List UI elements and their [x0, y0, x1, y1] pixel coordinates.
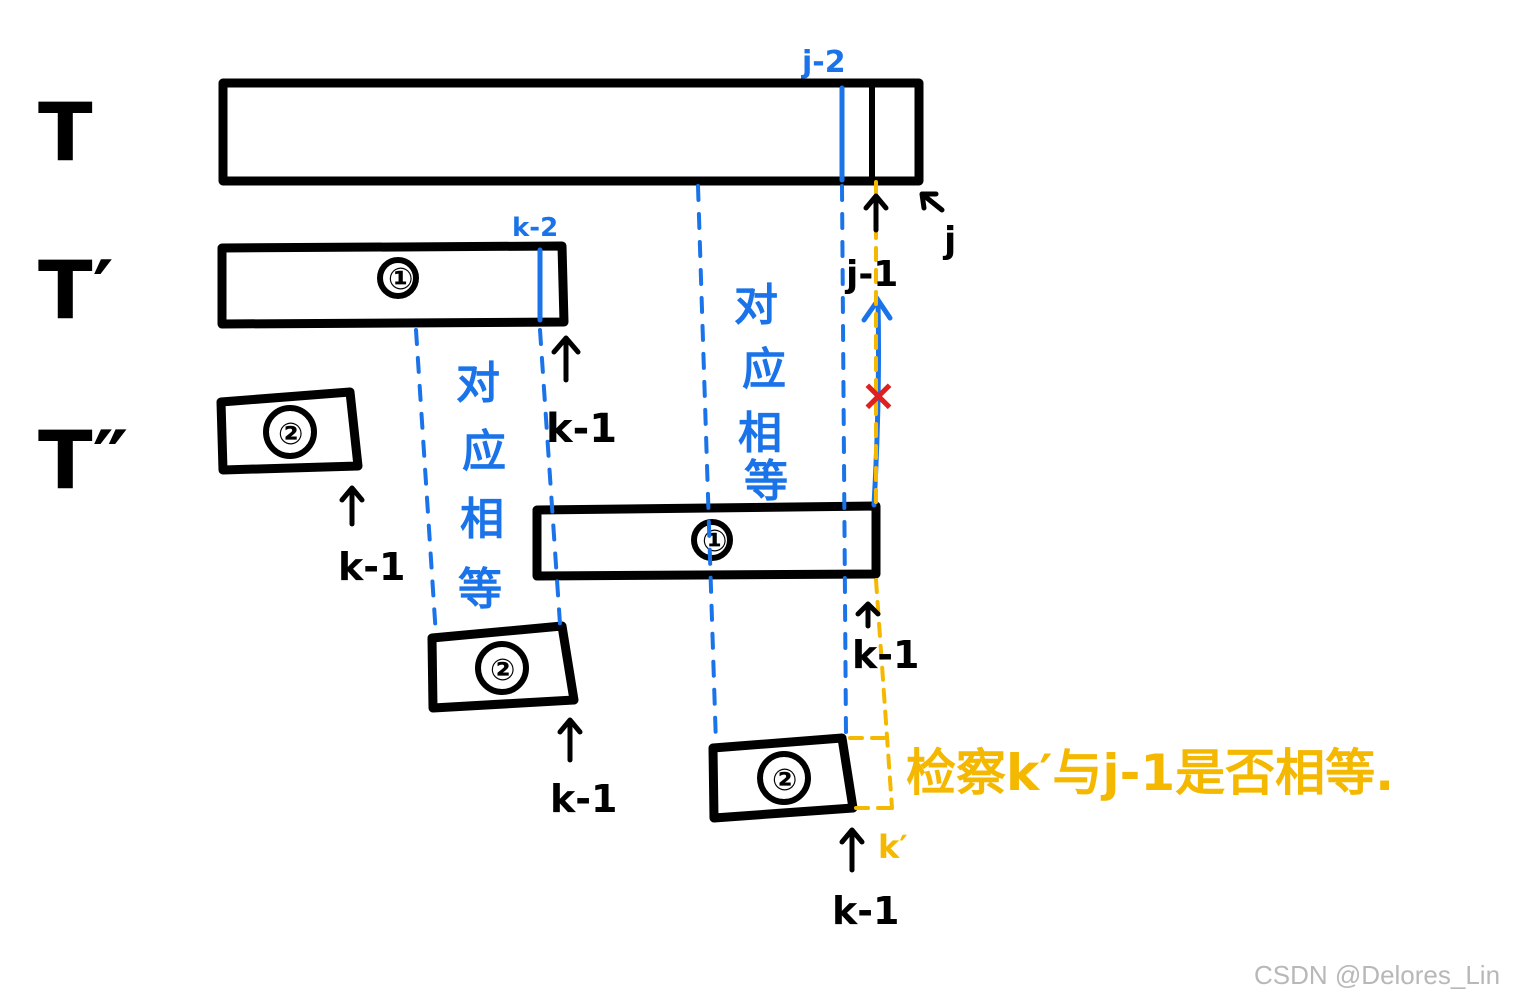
- correspondence-line-left-2: [538, 328, 562, 626]
- segment-one-label: ①: [388, 262, 413, 297]
- label-k-prime: k′: [878, 828, 908, 866]
- segment-two-circle-1: [263, 405, 317, 459]
- shifted-t-double-bar-1: [427, 621, 579, 713]
- segment-one-circle: [377, 257, 419, 299]
- label-k-minus-1-shifted-t-double-1: k-1: [550, 777, 617, 821]
- t-prime-bar: [217, 241, 569, 329]
- row-label-t-double-prime: T″: [38, 414, 128, 507]
- up-arrow-icon-t-prime: [551, 335, 581, 383]
- mismatch-cross-icon: ×: [860, 370, 897, 421]
- correspond-char-1-right: 对: [734, 280, 778, 331]
- correspondence-line-left-1: [414, 328, 438, 638]
- t-double-prime-bar: [216, 387, 363, 475]
- segment-two-label-1: ②: [278, 417, 303, 452]
- watermark: CSDN @Delores_Lin: [1254, 960, 1500, 990]
- row-label-t: T: [38, 86, 93, 179]
- up-arrow-icon-shifted-t-prime: [855, 601, 881, 629]
- up-arrow-icon-shifted-t-double-2: [839, 827, 865, 873]
- check-annotation: 检察k′与j-1是否相等.: [906, 744, 1394, 802]
- yellow-guide-lower: [874, 578, 894, 810]
- row-label-t-prime: T′: [38, 244, 114, 337]
- segment-two-label-2: ②: [490, 653, 515, 688]
- label-k-minus-1-shifted-t-prime: k-1: [852, 633, 919, 677]
- correspond-char-2-right: 应: [742, 344, 786, 395]
- label-j-minus-2: j-2: [801, 45, 846, 80]
- correspond-char-4-right: 等: [744, 456, 788, 507]
- correspondence-line-right: [840, 184, 848, 738]
- correspond-char-1-left: 对: [456, 358, 500, 409]
- label-j: j: [942, 220, 956, 261]
- shifted-t-double-bar-2: [708, 733, 858, 823]
- shifted-t-prime-bar: [532, 501, 881, 581]
- arrow-icon-j: [919, 191, 945, 213]
- correspond-char-3-left: 相: [460, 494, 504, 545]
- up-arrow-icon-shifted-t-double-1: [557, 717, 583, 763]
- main-string-bar: [218, 78, 924, 186]
- label-j-minus-1: j-1: [844, 254, 898, 295]
- up-arrow-icon-t-double: [339, 485, 365, 527]
- segment-two-circle-2: [475, 641, 529, 695]
- label-k-minus-2: k-2: [512, 213, 558, 243]
- up-arrow-icon-j-minus-1: [863, 193, 889, 233]
- label-k-minus-1-t-prime: k-1: [546, 406, 617, 452]
- segment-two-label-3: ②: [772, 763, 797, 798]
- segment-one-label-2: ①: [702, 524, 727, 559]
- segment-two-circle-3: [757, 751, 811, 805]
- correspondence-line-mid: [696, 184, 718, 746]
- label-k-minus-1-t-double: k-1: [338, 545, 405, 589]
- correspond-char-2-left: 应: [462, 426, 506, 477]
- correspond-char-3-right: 相: [738, 408, 782, 459]
- correspond-char-4-left: 等: [458, 564, 502, 615]
- label-k-minus-1-shifted-t-double-2: k-1: [832, 889, 899, 933]
